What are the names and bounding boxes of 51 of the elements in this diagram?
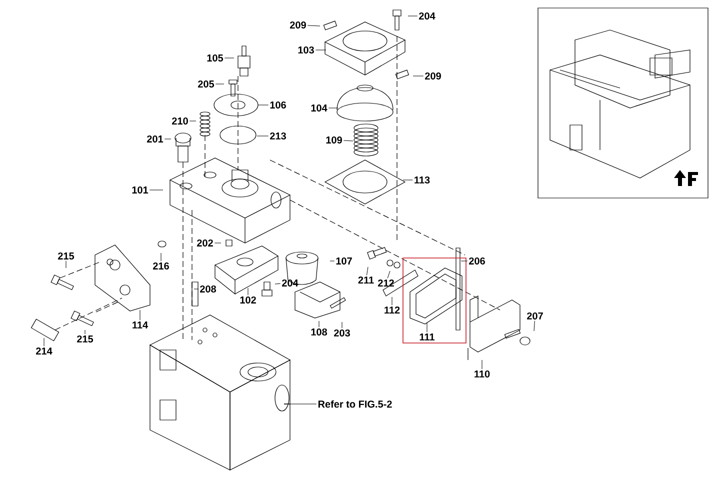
callout-number: 216	[153, 262, 169, 270]
callout-number: 215	[58, 252, 74, 260]
callout-number: 201	[147, 135, 164, 143]
callout-number: 208	[200, 285, 216, 293]
callout-number: 112	[384, 306, 400, 314]
callout-number: 105	[207, 54, 224, 62]
callout-number: 114	[132, 322, 148, 328]
leader-line	[84, 330, 86, 334]
callout-number: 107	[336, 257, 352, 265]
leader-line	[274, 283, 281, 284]
callout-number: 204	[282, 279, 298, 287]
callout-number: 210	[172, 117, 188, 125]
callout-number: 102	[240, 296, 256, 304]
callout-number: 109	[326, 136, 342, 144]
callout-number: 209	[290, 21, 306, 29]
leader-line	[426, 322, 428, 332]
callout-number: 202	[197, 239, 213, 247]
leader-line	[330, 260, 335, 262]
leader-line	[318, 320, 320, 328]
callout-number: 110	[474, 370, 490, 378]
leader-line	[343, 140, 354, 142]
callout-number: 211	[358, 276, 374, 284]
leader-line	[164, 138, 172, 140]
reference-note: Refer to FIG.5-2	[318, 400, 392, 408]
leader-line	[534, 320, 535, 332]
callout-number: 205	[198, 80, 214, 88]
callout-number: 101	[132, 186, 148, 194]
callout-number: 103	[298, 46, 314, 54]
leader-line	[387, 270, 390, 278]
callout-number: 104	[311, 104, 328, 112]
callout-number: 207	[527, 312, 543, 320]
leader-line	[160, 252, 162, 262]
leader-line	[366, 266, 368, 276]
callout-number: 214	[36, 348, 52, 354]
callout-number: 113	[414, 176, 430, 184]
leader-line	[258, 104, 269, 106]
callout-number: 213	[270, 132, 286, 140]
leader-line	[189, 120, 196, 122]
callout-number: 209	[425, 72, 441, 80]
callout-number: 215	[77, 335, 94, 343]
callout-number: 203	[334, 329, 350, 337]
leader-line	[194, 288, 199, 290]
callout-number: 206	[469, 257, 485, 265]
leader-line	[214, 242, 222, 244]
callout-number: 108	[311, 328, 328, 336]
callout-number: 204	[419, 12, 436, 20]
leader-line	[460, 260, 468, 262]
callout-number: 111	[420, 334, 435, 340]
callout-number: 106	[270, 101, 286, 109]
leader-line	[307, 25, 320, 26]
callout-number: 212	[378, 280, 394, 286]
